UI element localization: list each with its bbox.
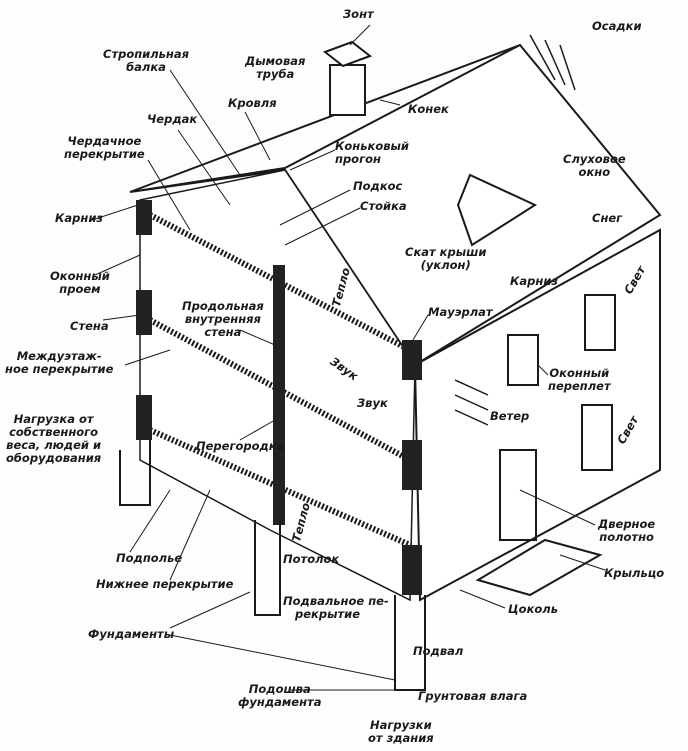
line: Чердачное [67,134,142,148]
line: Нагрузки [370,718,432,732]
label-podval: Подвал [413,644,464,658]
label-peregorodka: Перегородка [196,439,285,453]
label-tsokol: Цоколь [508,602,558,616]
line: Нагрузка от [13,412,94,426]
line: Междуэтаж- [16,349,102,363]
label-mezhduetazhnoe: Междуэтаж-ное перекрытие [5,350,113,376]
label-sneg: Снег [592,211,623,225]
dormer-window [456,173,538,247]
line: Скат крыши [405,245,487,259]
line: проем [59,282,101,296]
line: оборудования [6,451,102,465]
line: Слуховое [563,152,626,166]
window-1 [507,334,539,386]
line: Продольная [182,299,264,313]
line: перекрытие [64,147,145,161]
leader-lines [91,24,606,691]
line: Оконный [549,366,610,380]
label-zvuk: Звук [357,396,388,410]
label-stoika: Стойка [360,199,407,213]
foundation-left [119,440,151,506]
label-podvalnoe-perekrytie: Подвальное пе-рекрытие [283,595,389,621]
wind-arrows [454,379,489,426]
label-zont: Зонт [343,7,374,21]
window-3 [581,404,613,471]
line: ное перекрытие [5,362,114,376]
line: окно [578,165,611,179]
label-konek: Конек [408,102,449,116]
label-fundamenty: Фундаменты [88,627,175,641]
foundation-right [394,595,426,691]
label-cherdak: Чердак [147,112,198,126]
line: собственного [9,425,99,439]
label-kryltso: Крыльцо [604,566,665,580]
line: Подвальное пе- [283,594,389,608]
label-karniz-right: Карниз [510,274,559,288]
line: от здания [368,731,434,745]
label-mauerlat: Мауэрлат [428,305,493,319]
line: веса, людей и [6,438,102,452]
ridge-line [129,44,521,193]
line: переплет [548,379,611,393]
label-potolok: Потолок [283,552,340,566]
floor-slabs [148,212,412,548]
label-podkos: Подкос [353,179,403,193]
label-podpolie: Подполье [116,551,183,565]
line: фундамента [238,695,322,709]
line: Дверное [598,517,656,531]
foundation-mid [254,520,281,616]
line: труба [256,67,295,81]
chimney [329,64,366,116]
line: прогон [335,152,381,166]
line: стена [204,325,242,339]
label-osadki: Осадки [592,19,642,33]
front-wall [413,228,661,602]
label-stena: Стена [70,319,109,333]
label-gruntovaya-vlaga: Грунтовая влага [418,689,528,703]
door [499,449,537,541]
label-skat-kryshi: Скат крыши(уклон) [405,246,486,272]
line: (уклон) [420,258,471,272]
line: Дымовая [245,54,306,68]
porch [475,538,603,597]
chimney-cap [322,40,373,68]
line: Стропильная [103,47,190,61]
label-nizhnee-perekrytie: Нижнее перекрытие [96,577,234,591]
label-krovlya: Кровля [228,96,277,110]
line: балка [126,60,166,74]
precipitation-arrows [529,34,576,91]
window-2 [584,294,616,351]
line: рекрытие [295,607,360,621]
line: Оконный [50,269,110,283]
label-karniz-left: Карниз [55,211,104,225]
label-veter: Ветер [490,409,530,423]
line: Коньковый [335,139,409,153]
line: полотно [599,530,654,544]
line: Подошва [248,682,311,696]
wall-sections [136,200,422,595]
line: внутренняя [184,312,261,326]
